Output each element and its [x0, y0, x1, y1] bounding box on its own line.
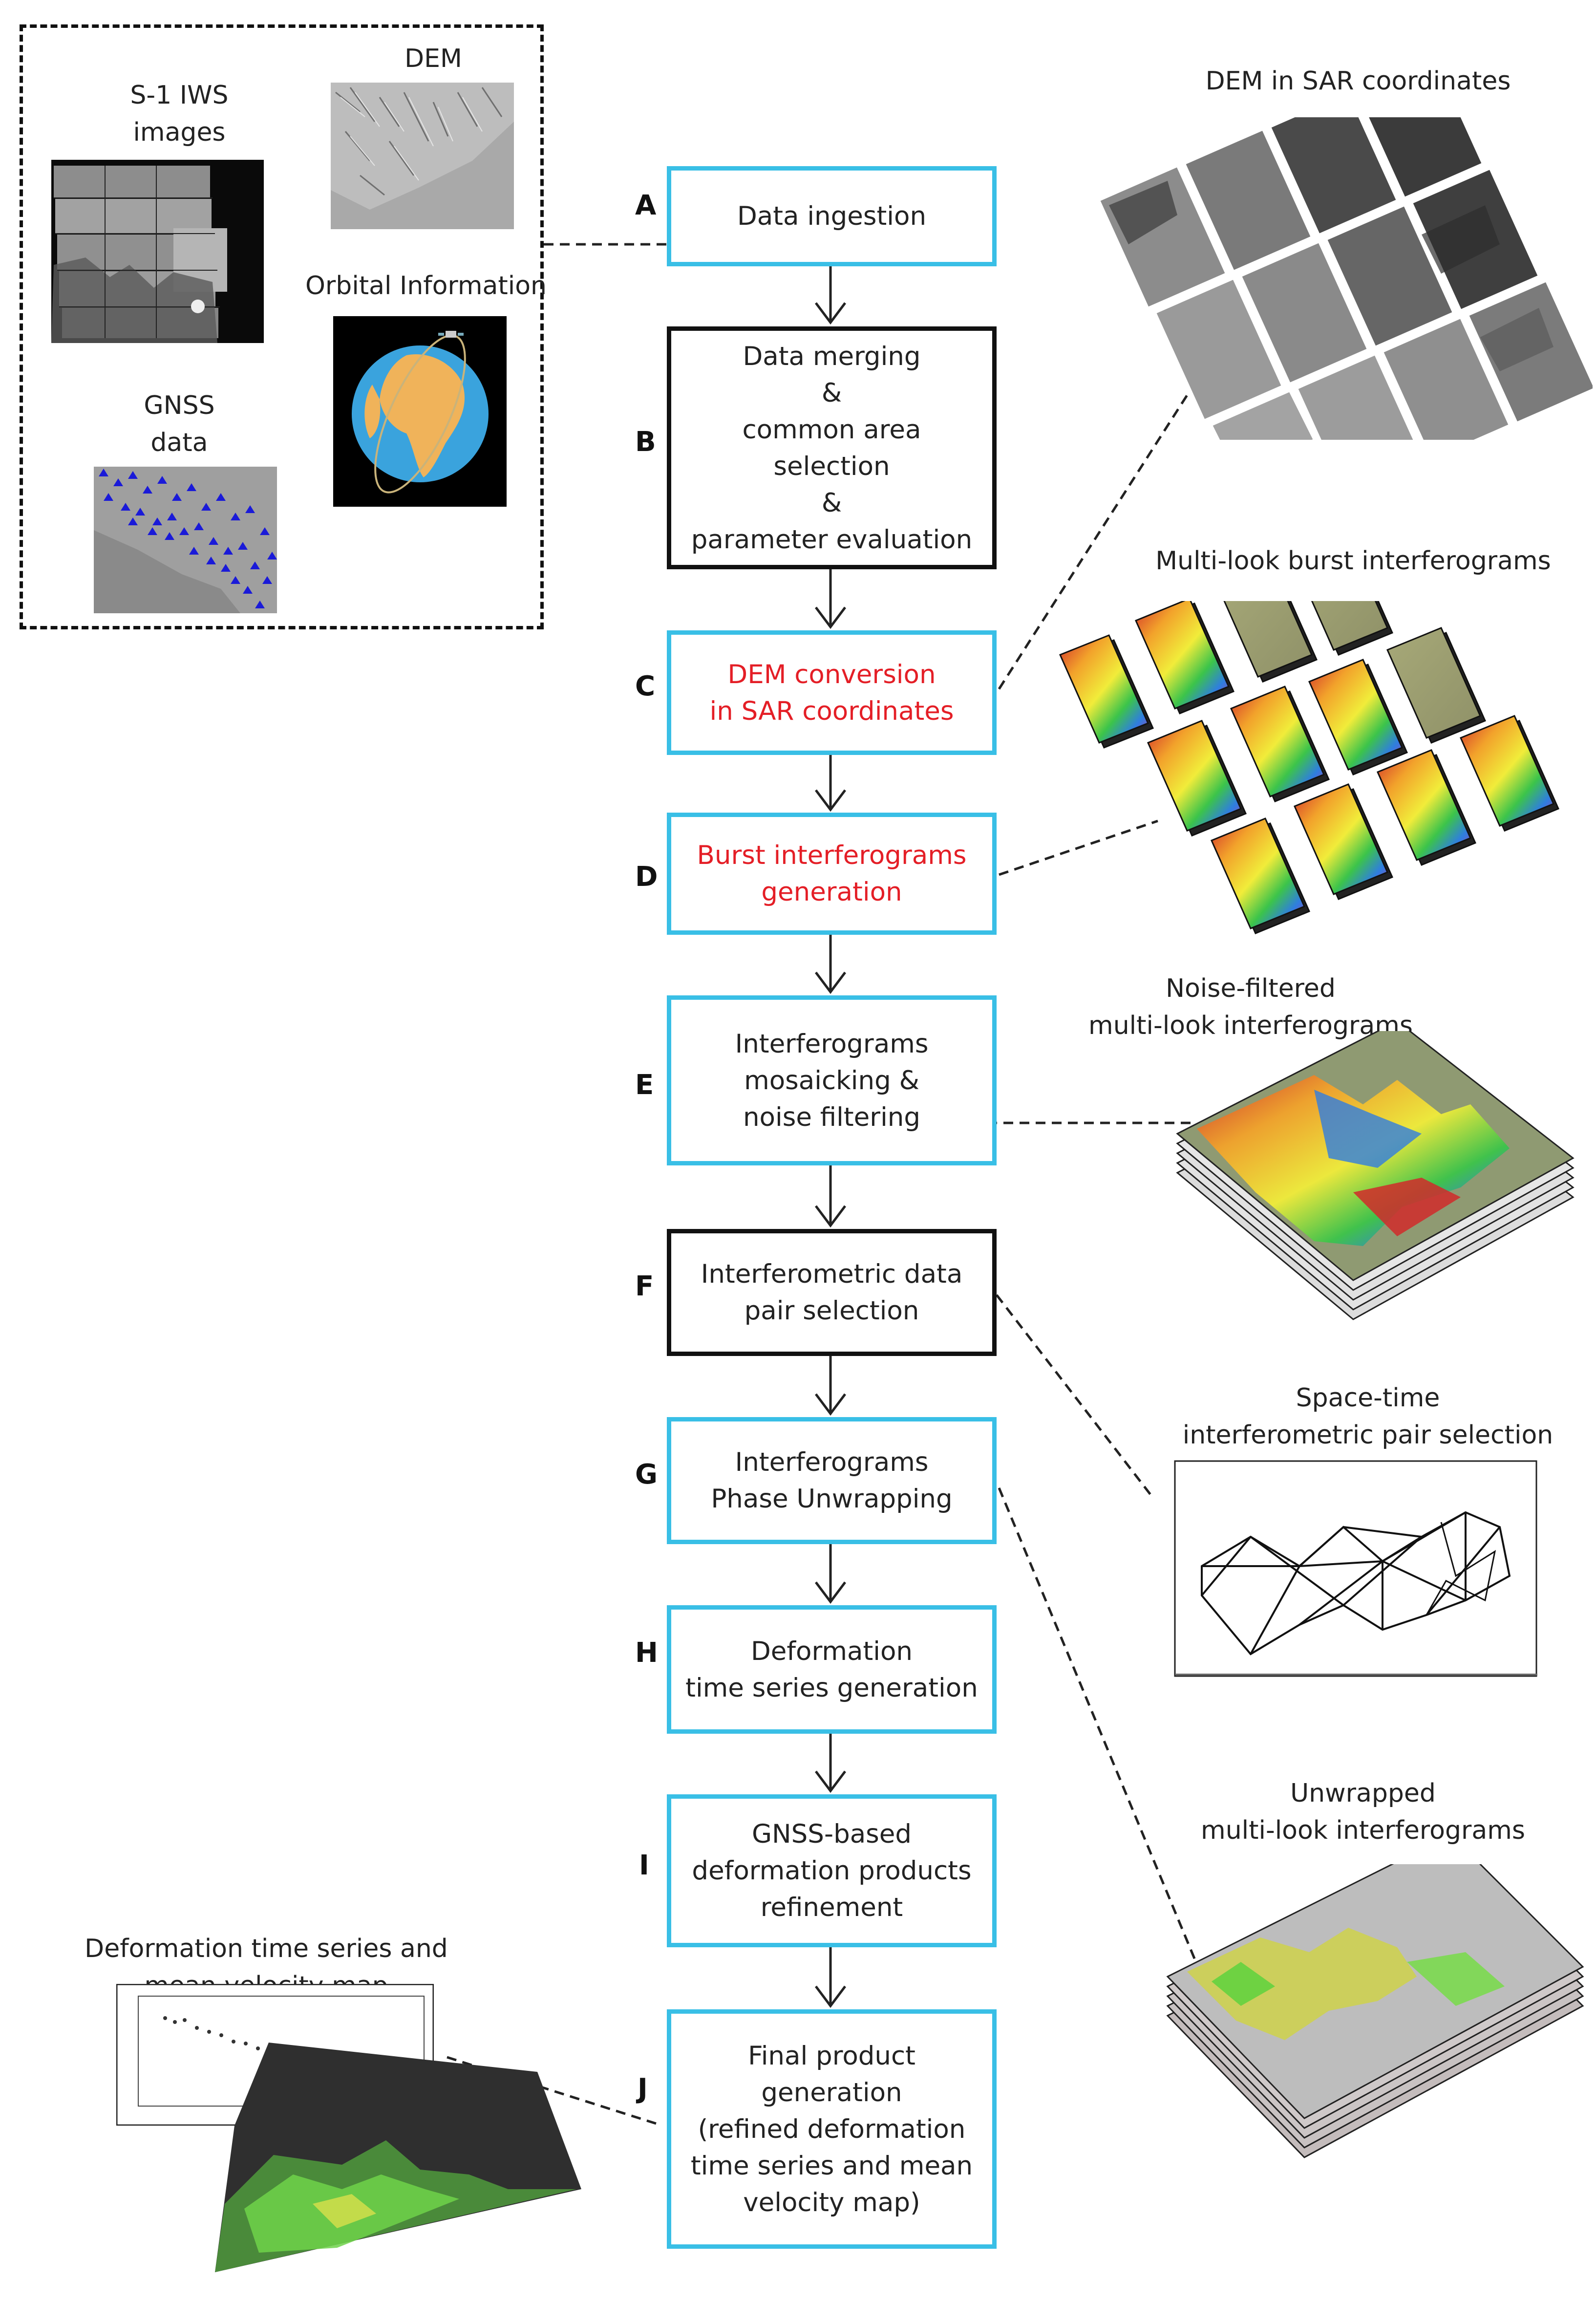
- step-g-letter: G: [635, 1459, 658, 1490]
- step-d-box: Burst interferograms generation: [667, 813, 997, 935]
- burst-interferograms-caption: Multi-look burst interferograms: [1155, 546, 1551, 576]
- step-d-letter: D: [635, 861, 658, 893]
- step-i-text: GNSS-based deformation products refineme…: [692, 1819, 972, 1922]
- step-e-letter: E: [635, 1069, 654, 1101]
- leader-g-unwrap: [998, 1487, 1198, 1965]
- step-f-letter: F: [635, 1270, 654, 1302]
- step-i-letter: I: [639, 1850, 649, 1881]
- gnss-data-label: GNSS data: [144, 391, 215, 457]
- step-h-letter: H: [635, 1637, 658, 1669]
- orbital-globe-image: [333, 316, 507, 507]
- flow-arrows: [815, 266, 846, 2008]
- arrow-b-c: [815, 569, 846, 629]
- unwrapped-caption: Unwrapped multi-look interferograms: [1201, 1779, 1525, 1845]
- burst-interferograms-image: [1059, 601, 1559, 934]
- leader-d-burst: [999, 819, 1158, 876]
- step-a-letter: A: [635, 190, 657, 221]
- step-d-text: Burst interferograms generation: [697, 840, 967, 907]
- step-c-text: DEM conversion in SAR coordinates: [709, 659, 954, 726]
- arrow-a-b: [815, 266, 846, 325]
- mean-velocity-map-image: [215, 2043, 581, 2272]
- s1-images-label: S-1 IWS images: [130, 81, 229, 147]
- dem-sar-tiles-image: [1099, 117, 1593, 440]
- step-i-box: GNSS-based deformation products refineme…: [667, 1794, 997, 1947]
- arrow-i-j: [815, 1947, 846, 2008]
- orbital-information-label: Orbital Information: [305, 271, 547, 301]
- s1-iws-mosaic-image: [51, 160, 264, 343]
- step-a-text: Data ingestion: [737, 201, 927, 231]
- step-j-text: Final product generation (refined deform…: [690, 2041, 973, 2217]
- step-h-box: Deformation time series generation: [667, 1605, 997, 1734]
- step-b-text: Data merging & common area selection & p…: [691, 341, 973, 555]
- satellite-icon: [446, 331, 456, 338]
- step-e-text: Interferograms mosaicking & noise filter…: [735, 1029, 929, 1132]
- gnss-stations-image: [94, 467, 277, 613]
- step-g-box: Interferograms Phase Unwrapping: [667, 1417, 997, 1544]
- step-b-box: Data merging & common area selection & p…: [667, 326, 997, 569]
- step-f-text: Interferometric data pair selection: [701, 1259, 963, 1326]
- arrow-g-h: [815, 1544, 846, 1604]
- arrow-f-g: [815, 1356, 846, 1416]
- step-c-box: DEM conversion in SAR coordinates: [667, 630, 997, 755]
- noise-filtered-caption: Noise-filtered multi-look interferograms: [1088, 974, 1413, 1040]
- arrow-d-e: [815, 935, 846, 994]
- leader-c-dem: [998, 348, 1218, 690]
- arrow-h-i: [815, 1734, 846, 1793]
- leader-f-pairs: [996, 1294, 1154, 1499]
- arrow-e-f: [815, 1165, 846, 1228]
- step-j-letter: J: [638, 2073, 648, 2105]
- step-a-box: Data ingestion: [667, 166, 997, 266]
- space-time-network-image: [1174, 1460, 1537, 1677]
- step-g-text: Interferograms Phase Unwrapping: [711, 1447, 953, 1514]
- arrow-c-d: [815, 755, 846, 812]
- step-b-letter: B: [635, 426, 656, 458]
- dem-label: DEM: [404, 44, 462, 73]
- step-j-box: Final product generation (refined deform…: [667, 2009, 997, 2249]
- inputs-panel: S-1 IWS images DEM Orbital Information G…: [20, 24, 547, 629]
- noise-filtered-interferograms-image: [1176, 1031, 1575, 1320]
- space-time-caption: Space-time interferometric pair selectio…: [1182, 1383, 1553, 1450]
- step-c-letter: C: [635, 670, 656, 702]
- dem-image: [331, 83, 514, 229]
- step-e-box: Interferograms mosaicking & noise filter…: [667, 995, 997, 1165]
- step-h-text: Deformation time series generation: [685, 1636, 978, 1703]
- unwrapped-interferograms-image: [1166, 1864, 1584, 2158]
- dem-sar-caption: DEM in SAR coordinates: [1205, 66, 1511, 96]
- gnss-station-markers: [99, 469, 277, 608]
- step-f-box: Interferometric data pair selection: [667, 1229, 997, 1356]
